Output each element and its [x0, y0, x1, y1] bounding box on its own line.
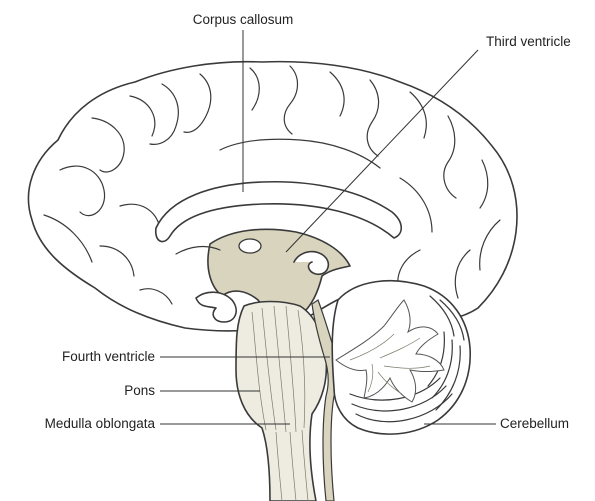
cerebellum — [332, 281, 470, 434]
brainstem — [236, 302, 326, 501]
interthalamic-adhesion — [239, 239, 261, 253]
label-pons: Pons — [124, 383, 155, 398]
label-cerebellum: Cerebellum — [500, 416, 569, 431]
label-corpus-callosum: Corpus callosum — [193, 12, 294, 27]
label-third-ventricle: Third ventricle — [486, 34, 571, 49]
label-fourth-ventricle: Fourth ventricle — [62, 349, 155, 364]
label-medulla-oblongata: Medulla oblongata — [45, 416, 156, 431]
